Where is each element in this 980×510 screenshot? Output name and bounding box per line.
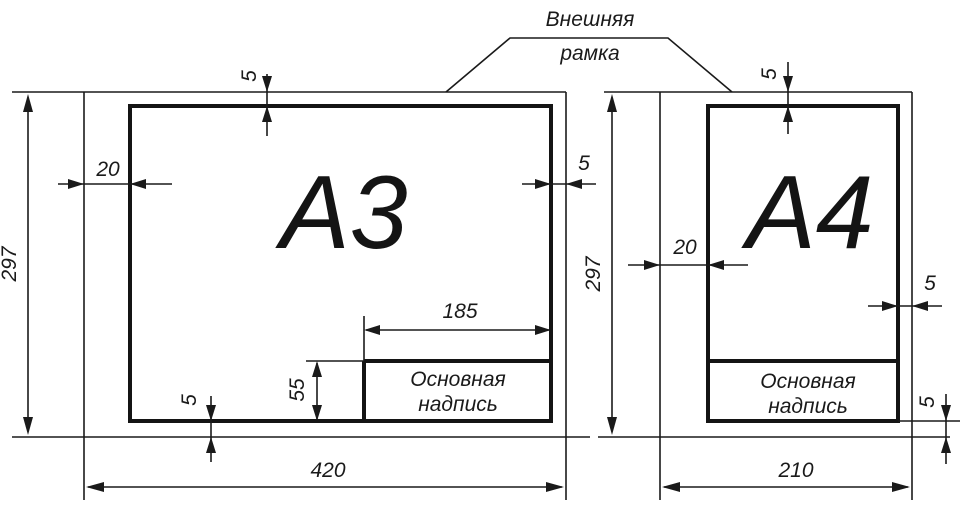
a4-height-label: 297 bbox=[582, 255, 605, 292]
a3-height-dimension: 297 bbox=[0, 94, 33, 435]
a4-width-label: 210 bbox=[777, 459, 813, 482]
a4-top-margin-arrow-2 bbox=[783, 106, 793, 122]
a3-right-margin-label: 5 bbox=[578, 152, 590, 175]
callout-leader-line bbox=[445, 37, 733, 93]
a4-right-margin-dimension: 5 bbox=[868, 272, 942, 311]
a4-format-label: A4 bbox=[740, 155, 873, 271]
a3-width-dimension: 420 bbox=[86, 459, 564, 492]
a3-left-margin-dimension: 20 bbox=[58, 158, 172, 189]
a4-left-margin-dimension: 20 bbox=[628, 236, 748, 270]
a3-top-margin-arrow-2 bbox=[262, 106, 272, 122]
a3-bottom-margin-dimension: 5 bbox=[178, 394, 216, 462]
a3-title-block-height-dimension: 55 bbox=[286, 360, 364, 421]
a3-width-label: 420 bbox=[310, 459, 345, 482]
a4-width-arrow-right bbox=[892, 482, 910, 492]
a4-height-dimension: 297 bbox=[582, 94, 617, 435]
a4-title-block-line1: Основная bbox=[760, 370, 855, 393]
a4-width-arrow-left bbox=[662, 482, 680, 492]
a4-inner-frame bbox=[706, 104, 900, 423]
a4-right-margin-arrow-2 bbox=[912, 301, 928, 311]
a3-bottom-margin-label: 5 bbox=[178, 394, 201, 406]
a3-bottom-margin-arrow-1 bbox=[206, 405, 216, 421]
a4-height-arrow-bottom bbox=[607, 417, 617, 435]
a4-left-margin-label: 20 bbox=[672, 236, 697, 259]
a4-bottom-margin-dimension: 5 bbox=[898, 394, 960, 464]
a4-top-margin-label: 5 bbox=[758, 68, 781, 80]
a4-right-margin-label: 5 bbox=[924, 272, 936, 295]
a3-title-block-height-arrow-2 bbox=[312, 405, 322, 421]
a4-title-block-line2: надпись bbox=[768, 395, 848, 418]
a3-title-block-height-label: 55 bbox=[286, 378, 309, 402]
a4-top-margin-dimension: 5 bbox=[758, 62, 793, 134]
a4-left-margin-arrow-2 bbox=[708, 260, 724, 270]
a3-top-margin-label: 5 bbox=[238, 70, 261, 82]
a3-title-block-line2: надпись bbox=[418, 393, 498, 416]
a4-bottom-margin-arrow-1 bbox=[941, 405, 951, 421]
a3-title-block-line1: Основная bbox=[410, 368, 505, 391]
a3-title-block-width-arrow-2 bbox=[535, 325, 551, 335]
a3-top-margin-arrow-1 bbox=[262, 76, 272, 92]
a4-bottom-margin-arrow-2 bbox=[941, 437, 951, 453]
a3-title-block-height-arrow-1 bbox=[312, 361, 322, 377]
a4-left-margin-arrow-1 bbox=[644, 260, 660, 270]
a3-title-block-width-label: 185 bbox=[442, 300, 477, 323]
a3-format-label: A3 bbox=[274, 155, 407, 271]
a3-height-arrow-bottom bbox=[23, 417, 33, 435]
a3-height-label: 297 bbox=[0, 245, 21, 282]
a3-title-block-width-dimension: 185 bbox=[363, 300, 551, 361]
a3-sheet: Основная надпись A3 bbox=[12, 91, 590, 500]
a3-left-margin-arrow-1 bbox=[68, 179, 84, 189]
a4-height-arrow-top bbox=[607, 94, 617, 112]
a4-sheet: Основная надпись A4 bbox=[598, 91, 950, 500]
callout-line1: Внешняя bbox=[546, 8, 635, 31]
a3-right-margin-arrow-2 bbox=[566, 179, 582, 189]
a4-top-margin-arrow-1 bbox=[783, 76, 793, 92]
a3-right-margin-dimension: 5 bbox=[522, 152, 596, 189]
a4-bottom-margin-label: 5 bbox=[916, 396, 939, 408]
a3-inner-frame bbox=[128, 104, 553, 423]
a3-bottom-margin-arrow-2 bbox=[206, 437, 216, 453]
a3-left-margin-label: 20 bbox=[95, 158, 120, 181]
a4-width-dimension: 210 bbox=[662, 459, 910, 492]
a3-title-block-width-arrow-1 bbox=[364, 325, 380, 335]
callout-line2: рамка bbox=[559, 42, 619, 65]
a3-top-margin-dimension: 5 bbox=[238, 70, 272, 136]
a3-right-margin-arrow-1 bbox=[535, 179, 551, 189]
a3-width-arrow-right bbox=[546, 482, 564, 492]
a3-height-arrow-top bbox=[23, 94, 33, 112]
a3-left-margin-arrow-2 bbox=[130, 179, 146, 189]
outer-frame-callout: Внешняя рамка bbox=[445, 8, 733, 93]
a3-width-arrow-left bbox=[86, 482, 104, 492]
a4-right-margin-arrow-1 bbox=[882, 301, 898, 311]
